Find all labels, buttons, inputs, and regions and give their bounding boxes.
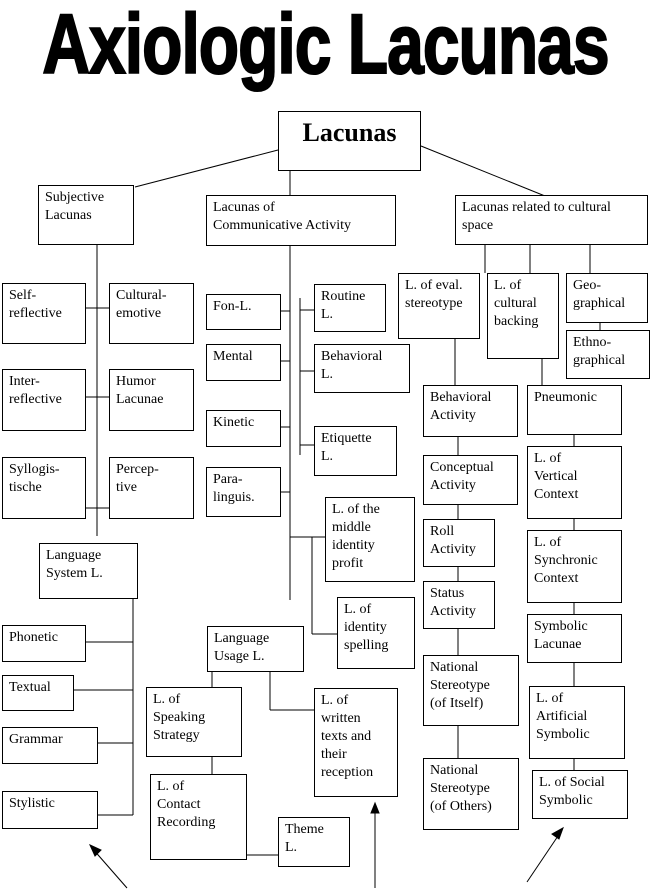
node-mental: Mental xyxy=(206,344,281,381)
node-social-symbolic: L. of Social Symbolic xyxy=(532,770,628,819)
node-pneumonic: Pneumonic xyxy=(527,385,622,435)
node-ethnographical: Ethno- graphical xyxy=(566,330,650,379)
node-status-activity: Status Activity xyxy=(423,581,495,629)
node-paralinguis: Para- linguis. xyxy=(206,467,281,517)
node-synchronic-context: L. of Synchronic Context xyxy=(527,530,622,603)
node-phonetic: Phonetic xyxy=(2,625,86,662)
node-written-texts: L. of written texts and their reception xyxy=(314,688,398,797)
connector xyxy=(134,149,279,188)
node-self-reflective: Self- reflective xyxy=(2,283,86,344)
node-stylistic: Stylistic xyxy=(2,791,98,829)
node-behavioral-l: Behavioral L. xyxy=(314,344,410,393)
node-identity-spelling: L. of identity spelling xyxy=(337,597,415,669)
node-national-itself: National Stereotype (of Itself) xyxy=(423,655,519,726)
node-language-system: Language System L. xyxy=(39,543,138,599)
node-cultural-space: Lacunas related to cultural space xyxy=(455,195,648,245)
node-behavioral-activity: Behavioral Activity xyxy=(423,385,518,437)
node-eval-stereotype: L. of eval. stereotype xyxy=(398,273,480,339)
arrow xyxy=(91,847,128,889)
node-grammar: Grammar xyxy=(2,727,98,764)
node-artificial-symbolic: L. of Artificial Symbolic xyxy=(529,686,625,759)
node-fon-l: Fon-L. xyxy=(206,294,281,330)
node-contact-recording: L. of Contact Recording xyxy=(150,774,247,860)
diagram-title: Axiologic Lacunas xyxy=(42,0,611,92)
node-vertical-context: L. of Vertical Context xyxy=(527,446,622,519)
node-cultural-emotive: Cultural- emotive xyxy=(109,283,194,344)
arrowhead xyxy=(88,843,102,857)
node-inter-reflective: Inter- reflective xyxy=(2,369,86,431)
node-cultural-backing: L. of cultural backing xyxy=(487,273,559,359)
node-lacunas: Lacunas xyxy=(278,111,421,171)
node-subjective: Subjective Lacunas xyxy=(38,185,134,245)
node-middle-identity: L. of the middle identity profit xyxy=(325,497,415,582)
node-routine-l: Routine L. xyxy=(314,284,386,332)
node-textual: Textual xyxy=(2,675,74,711)
node-syllogistische: Syllogis- tische xyxy=(2,457,86,519)
connector xyxy=(420,145,546,197)
node-theme-l: Theme L. xyxy=(278,817,350,867)
node-roll-activity: Roll Activity xyxy=(423,519,495,567)
node-speaking-strategy: L. of Speaking Strategy xyxy=(146,687,242,757)
node-perceptive: Percep- tive xyxy=(109,457,194,519)
node-language-usage: Language Usage L. xyxy=(207,626,304,672)
arrowhead xyxy=(370,801,380,814)
node-geographical: Geo- graphical xyxy=(566,273,648,323)
node-symbolic-lacunae: Symbolic Lacunae xyxy=(527,614,622,663)
node-national-others: National Stereotype (of Others) xyxy=(423,758,519,830)
node-conceptual-activity: Conceptual Activity xyxy=(423,455,518,505)
arrowhead xyxy=(551,826,564,840)
arrow xyxy=(526,832,561,883)
node-communicative: Lacunas of Communicative Activity xyxy=(206,195,396,246)
node-humor-lacunae: Humor Lacunae xyxy=(109,369,194,431)
node-kinetic: Kinetic xyxy=(206,410,281,447)
node-etiquette-l: Etiquette L. xyxy=(314,426,397,476)
